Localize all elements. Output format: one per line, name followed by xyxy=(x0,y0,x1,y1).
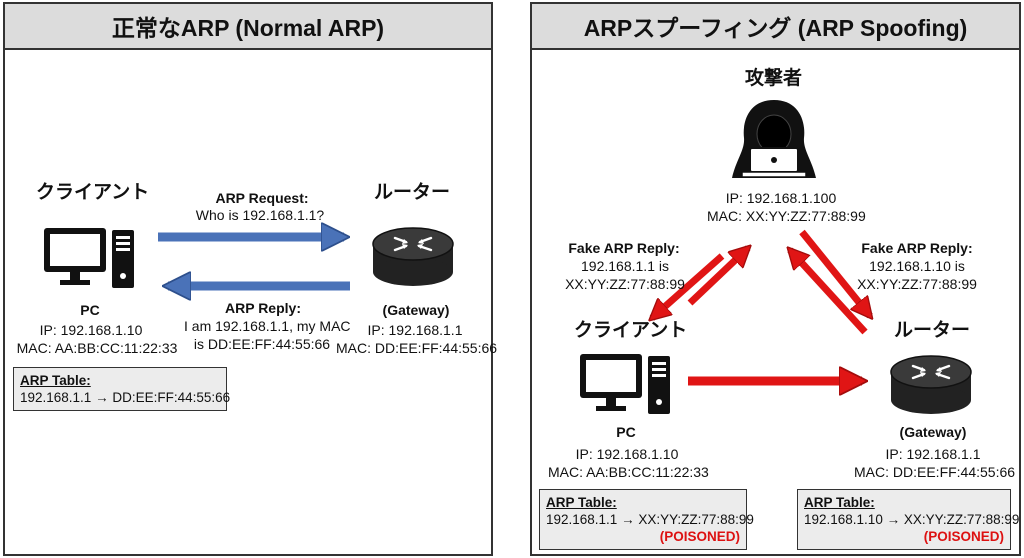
right-client-mac: MAC: AA:BB:CC:11:22:33 xyxy=(548,464,709,480)
right-client-sub: PC xyxy=(616,424,636,440)
arp-reply-line1: I am 192.168.1.1, my MAC xyxy=(184,318,351,334)
left-router-ip: IP: 192.168.1.1 xyxy=(367,322,463,338)
left-arp-table: ARP Table: 192.168.1.1 → DD:EE:FF:44:55:… xyxy=(13,367,231,411)
client-arp-table: ARP Table: 192.168.1.1 → XX:YY:ZZ:77:88:… xyxy=(539,489,754,550)
left-client-ip: IP: 192.168.1.10 xyxy=(39,322,143,338)
attacker-ip: IP: 192.168.1.100 xyxy=(725,190,837,206)
attacker-mac: MAC: XX:YY:ZZ:77:88:99 xyxy=(707,208,866,224)
fake-reply-to-router-arrow xyxy=(799,229,870,316)
router-arp-table-entry: 192.168.1.10 → XX:YY:ZZ:77:88:99 xyxy=(804,512,1020,527)
right-router-sub: (Gateway) xyxy=(899,424,967,440)
right-client-name: クライアント xyxy=(574,320,688,341)
left-client-name: クライアント xyxy=(36,182,150,203)
left-client-mac: MAC: AA:BB:CC:11:22:33 xyxy=(16,340,178,356)
client-arp-table-entry: 192.168.1.1 → XX:YY:ZZ:77:88:99 xyxy=(546,512,754,527)
pc-icon xyxy=(44,228,134,288)
attacker-name: 攻撃者 xyxy=(745,68,803,89)
fake-reply-left-line1: 192.168.1.1 is xyxy=(581,258,669,274)
fake-reply-right-line1: 192.168.1.10 is xyxy=(869,258,965,274)
left-arp-table-entry: 192.168.1.1 → DD:EE:FF:44:55:66 xyxy=(20,390,231,405)
right-router-ip: IP: 192.168.1.1 xyxy=(885,446,981,462)
fake-reply-left-line2: XX:YY:ZZ:77:88:99 xyxy=(565,276,685,292)
router-icon xyxy=(372,227,454,286)
arp-request-text: Who is 192.168.1.1? xyxy=(195,207,325,223)
arp-spoofing-panel: ARPスプーフィング (ARP Spoofing) xyxy=(530,2,1021,556)
router-icon xyxy=(890,355,972,414)
client-poisoned-tag: (POISONED) xyxy=(659,529,740,544)
left-arp-table-heading: ARP Table: xyxy=(20,373,91,388)
fake-reply-left-title: Fake ARP Reply: xyxy=(568,240,680,256)
router-arp-table: ARP Table: 192.168.1.10 → XX:YY:ZZ:77:88… xyxy=(797,489,1020,550)
right-router-mac: MAC: DD:EE:FF:44:55:66 xyxy=(854,464,1016,480)
right-router-name: ルーター xyxy=(894,320,971,341)
arp-spoofing-title: ARPスプーフィング (ARP Spoofing) xyxy=(532,4,1019,50)
router-arp-table-heading: ARP Table: xyxy=(804,495,875,510)
arp-reply-line2: is DD:EE:FF:44:55:66 xyxy=(193,336,331,352)
left-client-sub: PC xyxy=(80,302,100,318)
arp-reply-title: ARP Reply: xyxy=(225,300,301,316)
normal-arp-title: 正常なARP (Normal ARP) xyxy=(5,4,491,50)
arp-request-title: ARP Request: xyxy=(215,190,309,206)
left-router-sub: (Gateway) xyxy=(382,302,450,318)
fake-reply-right-line2: XX:YY:ZZ:77:88:99 xyxy=(857,276,977,292)
right-client-ip: IP: 192.168.1.10 xyxy=(575,446,679,462)
router-poisoned-tag: (POISONED) xyxy=(923,529,1004,544)
fake-reply-to-client-arrow xyxy=(652,253,725,318)
left-router-name: ルーター xyxy=(374,182,451,203)
pc-icon xyxy=(580,354,670,414)
fake-reply-right-title: Fake ARP Reply: xyxy=(861,240,973,256)
client-arp-table-heading: ARP Table: xyxy=(546,495,617,510)
router-to-attacker-arrow xyxy=(790,250,868,335)
left-router-mac: MAC: DD:EE:FF:44:55:66 xyxy=(336,340,498,356)
hacker-icon xyxy=(732,100,816,178)
client-to-attacker-arrow xyxy=(687,248,748,306)
